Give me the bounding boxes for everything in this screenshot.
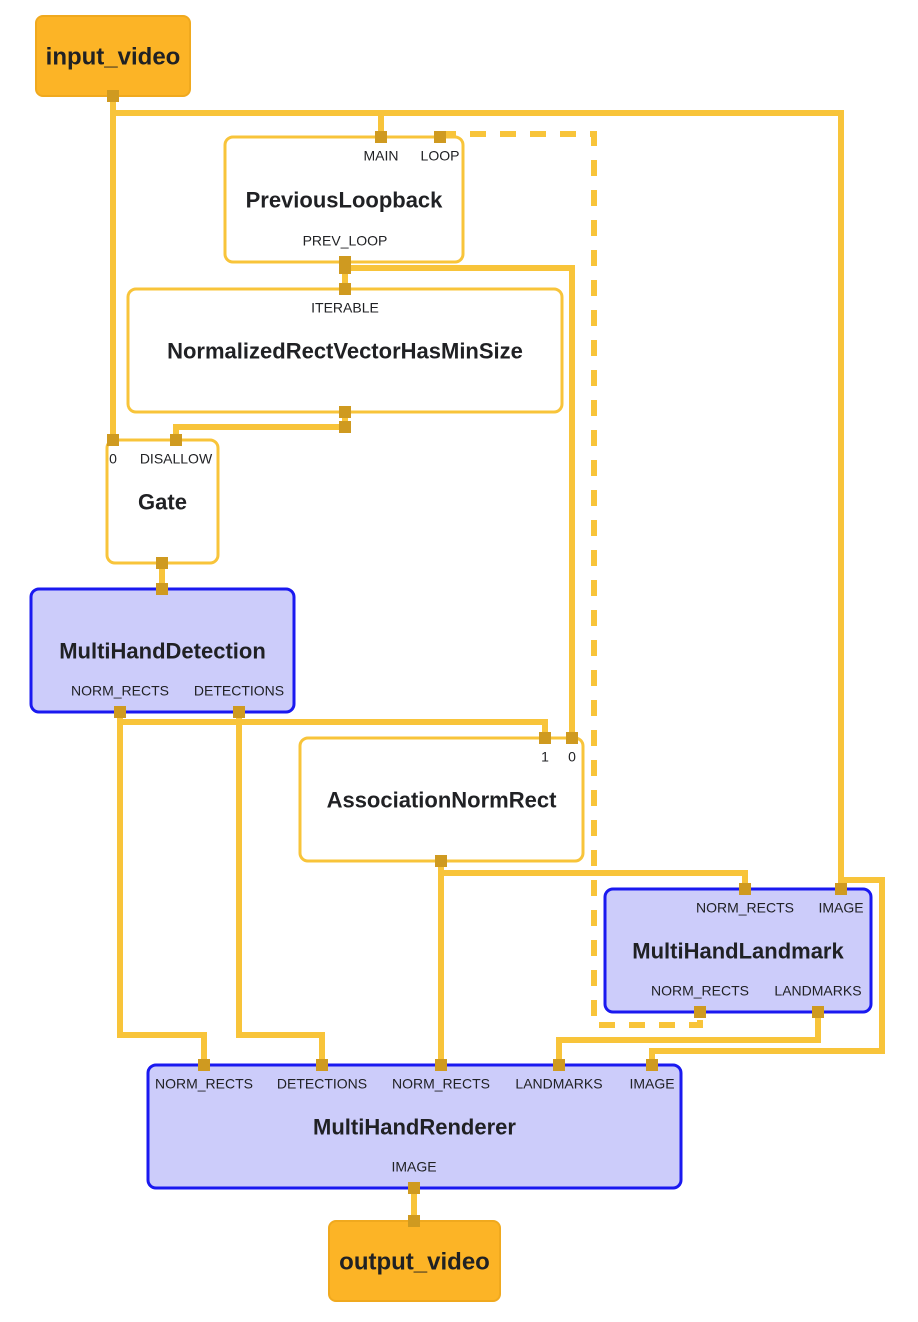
node-title: MultiHandRenderer [313, 1114, 516, 1139]
node-title: AssociationNormRect [327, 787, 558, 812]
node-previous_loopback[interactable]: PreviousLoopback MAIN LOOP PREV_LOOP [223, 131, 465, 268]
input-port-label-DISALLOW: DISALLOW [140, 451, 213, 467]
gate-input-0-handle [107, 434, 119, 446]
output-port-NORM_RECTS-handle [694, 1006, 706, 1018]
node-box [603, 887, 873, 1014]
input-port-label-NORM_RECTS: NORM_RECTS [392, 1076, 490, 1092]
node-multi_hand_renderer[interactable]: MultiHandRenderer NORM_RECTS DETECTIONS NOR… [146, 1059, 683, 1194]
output-port-label-PREV_LOOP: PREV_LOOP [303, 233, 388, 249]
node-normalized_rect_vector_has_min_size[interactable]: NormalizedRectVectorHasMinSize ITERABLE [126, 283, 564, 418]
edge-prevloop-to-assoc-0 [345, 265, 575, 738]
output-port-NORM_RECTS-handle [114, 706, 126, 718]
input-port-IMAGE-handle [646, 1059, 658, 1071]
input-port-IMAGE-handle [835, 883, 847, 895]
input-port-label-1: 1 [541, 749, 549, 765]
output-port-label-LANDMARKS: LANDMARKS [774, 983, 861, 999]
input-port-label-LANDMARKS: LANDMARKS [515, 1076, 602, 1092]
edge-detection-normrects-to-renderer [117, 712, 207, 1065]
input-port-DETECTIONS-handle [316, 1059, 328, 1071]
input-port-DISALLOW-handle [170, 434, 182, 446]
output-video-input-handle [408, 1215, 420, 1227]
input-port-label-DETECTIONS: DETECTIONS [277, 1076, 367, 1092]
input-port-label-0: 0 [568, 749, 576, 765]
node-title: MultiHandLandmark [632, 938, 844, 963]
input-port-NORM_RECTS-handle [435, 1059, 447, 1071]
detection-input-handle [156, 583, 168, 595]
input-port-1-handle [539, 732, 551, 744]
output-port-DETECTIONS-handle [233, 706, 245, 718]
output-port-label-NORM_RECTS: NORM_RECTS [651, 983, 749, 999]
output-port-0-handle [339, 406, 351, 418]
output-port-label-DETECTIONS: DETECTIONS [194, 683, 284, 699]
io-node-label: input_video [46, 43, 181, 70]
input-port-NORM_RECTS-handle [198, 1059, 210, 1071]
edge-layer [110, 99, 885, 1221]
node-title: PreviousLoopback [246, 187, 444, 212]
output-port-LANDMARKS-handle [812, 1006, 824, 1018]
input-port-label-NORM_RECTS: NORM_RECTS [696, 900, 794, 916]
input-port-NORM_RECTS-handle [739, 883, 751, 895]
input-port-label-0: 0 [109, 451, 117, 467]
node-title: Gate [138, 489, 187, 514]
input-port-ITERABLE-handle [339, 283, 351, 295]
output-port-IMAGE-handle [408, 1182, 420, 1194]
edge-image-to-renderer-image [649, 877, 885, 1065]
input-port-MAIN-handle [375, 131, 387, 143]
input-port-0-handle [566, 732, 578, 744]
input-video-output-handle [107, 90, 119, 102]
min-size-branch-handle [339, 421, 351, 433]
port-layer [107, 90, 420, 1227]
edge-loop-back-dashed [440, 131, 703, 1028]
io-node-output_video[interactable]: output_video [328, 1220, 501, 1302]
input-port-LOOP-handle [434, 131, 446, 143]
prev-loop-branch-handle [339, 262, 351, 274]
io-node-label: output_video [339, 1248, 490, 1275]
output-port-label-IMAGE: IMAGE [391, 1159, 436, 1175]
node-association_norm_rect[interactable]: AssociationNormRect 1 0 [298, 732, 585, 867]
input-port-label-LOOP: LOOP [421, 148, 460, 164]
node-title: MultiHandDetection [59, 638, 266, 663]
node-gate[interactable]: Gate 0 DISALLOW [105, 434, 220, 569]
input-port-LANDMARKS-handle [553, 1059, 565, 1071]
edge-detection-detections-to-renderer [236, 712, 325, 1065]
input-port-label-IMAGE: IMAGE [629, 1076, 674, 1092]
io-node-input_video[interactable]: input_video [35, 15, 191, 97]
input-port-label-NORM_RECTS: NORM_RECTS [155, 1076, 253, 1092]
node-layer: PreviousLoopback MAIN LOOP PREV_LOOP Normali… [29, 15, 873, 1302]
edge-minsize-to-gate-disallow [173, 412, 348, 440]
output-port-0-handle [156, 557, 168, 569]
input-port-label-IMAGE: IMAGE [818, 900, 863, 916]
edge-input-to-prevloopback-main [110, 99, 384, 137]
edge-detection-normrects-to-assoc-1 [120, 719, 548, 738]
input-port-label-ITERABLE: ITERABLE [311, 300, 379, 316]
node-title: NormalizedRectVectorHasMinSize [167, 338, 523, 363]
output-port-0-handle [435, 855, 447, 867]
edge-input-to-landmark-image [113, 110, 844, 889]
edge-landmarks-to-renderer [556, 1012, 821, 1065]
output-port-label-NORM_RECTS: NORM_RECTS [71, 683, 169, 699]
input-port-label-MAIN: MAIN [364, 148, 399, 164]
